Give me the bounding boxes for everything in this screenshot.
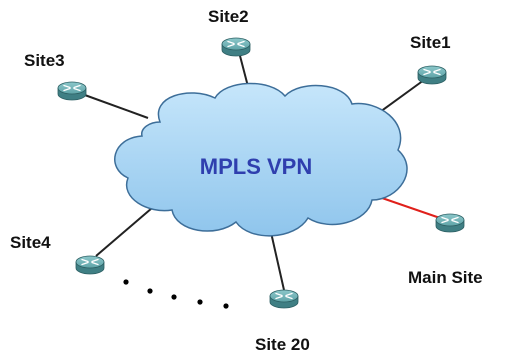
label-site3: Site3 [24, 51, 65, 70]
mpls-cloud [114, 82, 408, 237]
link-site4 [95, 207, 153, 257]
router-icon[interactable] [221, 37, 251, 57]
label-site4: Site4 [10, 233, 51, 252]
router-icon[interactable] [57, 81, 87, 101]
ellipsis-dots [123, 279, 229, 309]
link-main-site [381, 197, 441, 219]
link-site1 [379, 79, 425, 113]
cloud-label: MPLS VPN [200, 154, 312, 179]
router-icon[interactable] [75, 255, 105, 275]
label-main-site: Main Site [408, 268, 483, 287]
router-icon[interactable] [269, 289, 299, 309]
router-icon[interactable] [435, 213, 465, 233]
label-site1: Site1 [410, 33, 451, 52]
link-site20 [269, 227, 285, 291]
label-site2: Site2 [208, 7, 249, 26]
router-icon[interactable] [417, 65, 447, 85]
link-site3 [81, 93, 149, 119]
label-site20: Site 20 [255, 335, 310, 354]
